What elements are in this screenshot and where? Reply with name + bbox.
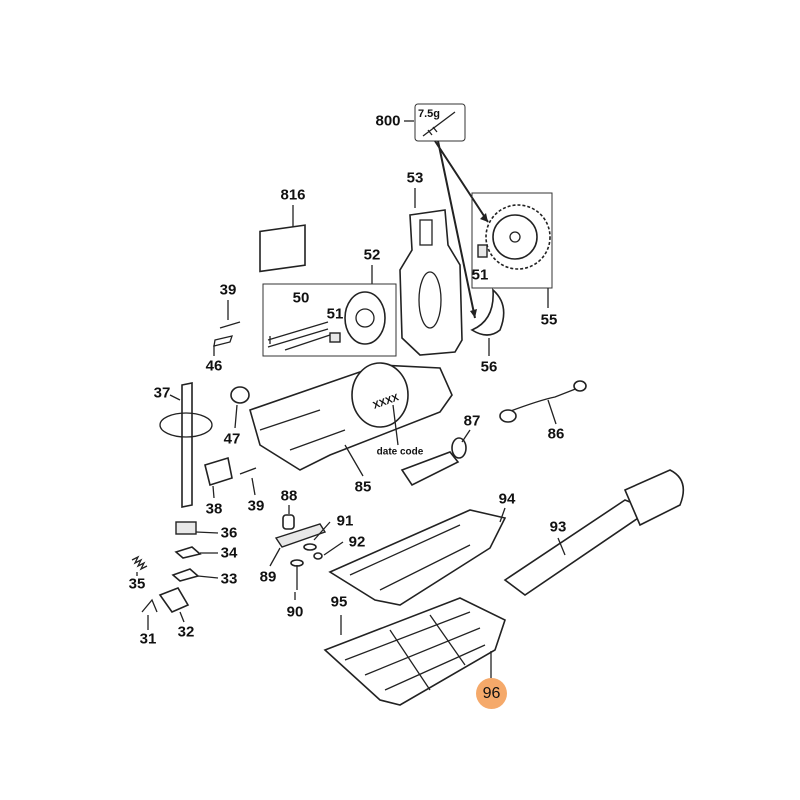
label-51-left[interactable]: 51 [326,305,344,323]
label-31[interactable]: 31 [139,630,157,648]
label-53[interactable]: 53 [406,169,424,187]
label-36[interactable]: 36 [220,524,238,542]
part-34-pad [174,546,202,559]
part-89-plate [274,523,327,548]
label-86[interactable]: 86 [547,425,565,443]
part-92-washer [313,552,323,560]
label-87[interactable]: 87 [463,412,481,430]
label-92[interactable]: 92 [348,533,366,551]
label-39-lower[interactable]: 39 [247,497,265,515]
part-56-counterweight [470,288,505,336]
label-34[interactable]: 34 [220,544,238,562]
label-95[interactable]: 95 [330,593,348,611]
part-37-blade-clamp [159,382,213,508]
highlighted-part-callout-96[interactable]: 96 [476,678,507,709]
part-31-pin [141,598,158,613]
part-88-roller [282,514,295,530]
part-33-plate [171,568,200,582]
grease-weight-label: 7.5g [417,108,441,120]
part-94-base-plate [328,507,507,606]
label-55[interactable]: 55 [540,311,558,329]
label-93[interactable]: 93 [549,518,567,536]
label-38[interactable]: 38 [205,500,223,518]
label-50[interactable]: 50 [292,289,310,307]
part-96-base-shoe [323,597,506,706]
label-33[interactable]: 33 [220,570,238,588]
part-47-button [230,386,250,404]
part-39-46-screw [213,300,241,356]
label-88[interactable]: 88 [280,487,298,505]
part-35-spring [131,555,148,571]
part-800-grease [404,103,489,319]
part-816-label-sheet [259,224,306,273]
part-93-dust-tube [503,469,685,596]
label-816[interactable]: 816 [280,186,306,204]
label-800[interactable]: 800 [375,112,401,130]
label-85[interactable]: 85 [354,478,372,496]
part-85-gear-housing [249,362,453,477]
label-47[interactable]: 47 [223,430,241,448]
part-53-housing [399,188,463,356]
label-90[interactable]: 90 [286,603,304,621]
part-38-bracket [204,456,233,487]
part-36-block [175,521,197,535]
part-32-clamp [158,587,190,613]
label-91[interactable]: 91 [336,512,354,530]
label-94[interactable]: 94 [498,490,516,508]
label-39-top[interactable]: 39 [219,281,237,299]
label-35[interactable]: 35 [128,575,146,593]
label-89[interactable]: 89 [259,568,277,586]
part-87-spindle [400,451,460,487]
label-51-right[interactable]: 51 [471,266,489,284]
label-37[interactable]: 37 [153,384,171,402]
part-91-washer [303,543,317,551]
part-55-gear-group [471,192,553,308]
part-86-lever [499,380,587,425]
label-46[interactable]: 46 [205,357,223,375]
label-56[interactable]: 56 [480,358,498,376]
part-90-bolt [290,559,304,600]
label-96: 96 [482,684,501,702]
label-52[interactable]: 52 [363,246,381,264]
part-52-motor-endcap-group [262,265,397,357]
date-code-label: date code [376,446,424,458]
label-32[interactable]: 32 [177,623,195,641]
